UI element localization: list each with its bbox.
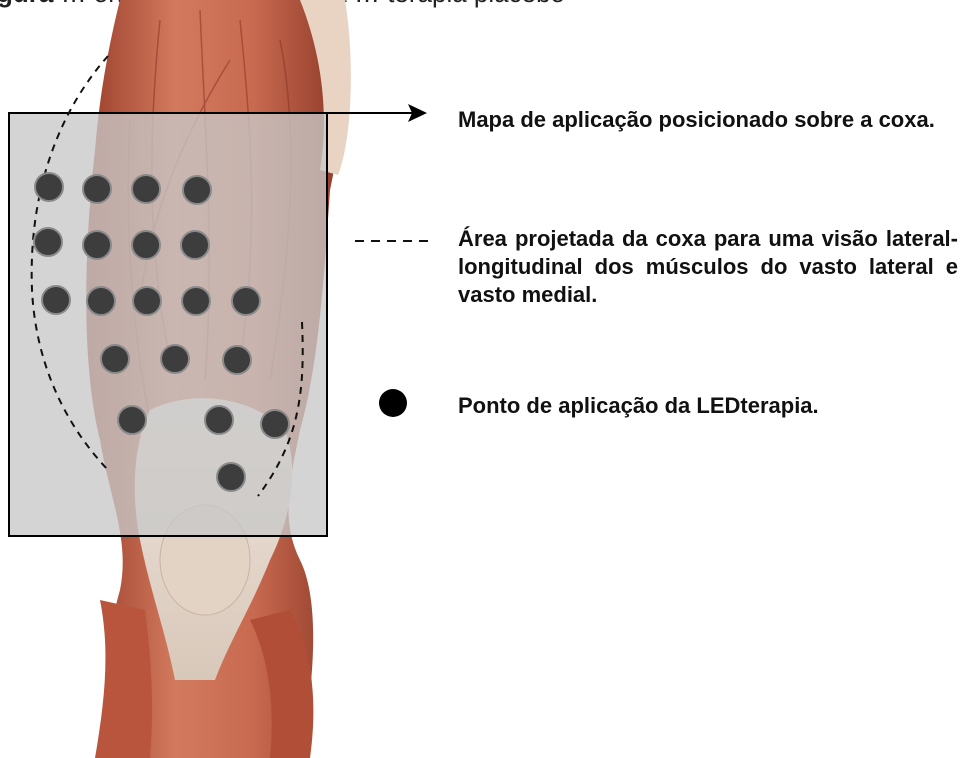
application-point xyxy=(87,287,115,315)
legend-point-description: Ponto de aplicação da LEDterapia. xyxy=(458,392,958,420)
application-point xyxy=(132,231,160,259)
application-point xyxy=(223,346,251,374)
application-point xyxy=(232,287,260,315)
application-point xyxy=(217,463,245,491)
legend-area-description: Área projetada da coxa para uma visão la… xyxy=(458,225,958,309)
lower-leg-muscle-shape xyxy=(95,600,152,758)
application-point xyxy=(34,228,62,256)
application-point xyxy=(181,231,209,259)
legend-point-icon xyxy=(379,389,407,417)
application-point xyxy=(83,175,111,203)
application-point xyxy=(133,287,161,315)
application-point xyxy=(182,287,210,315)
legend-symbols xyxy=(355,241,428,417)
application-point xyxy=(83,231,111,259)
application-point xyxy=(261,410,289,438)
application-point xyxy=(35,173,63,201)
application-point xyxy=(205,406,233,434)
application-point xyxy=(161,345,189,373)
application-point xyxy=(42,286,70,314)
legend-map-description: Mapa de aplicação posicionado sobre a co… xyxy=(458,106,958,134)
application-point xyxy=(132,175,160,203)
application-point xyxy=(118,406,146,434)
application-point xyxy=(183,176,211,204)
application-point xyxy=(101,345,129,373)
